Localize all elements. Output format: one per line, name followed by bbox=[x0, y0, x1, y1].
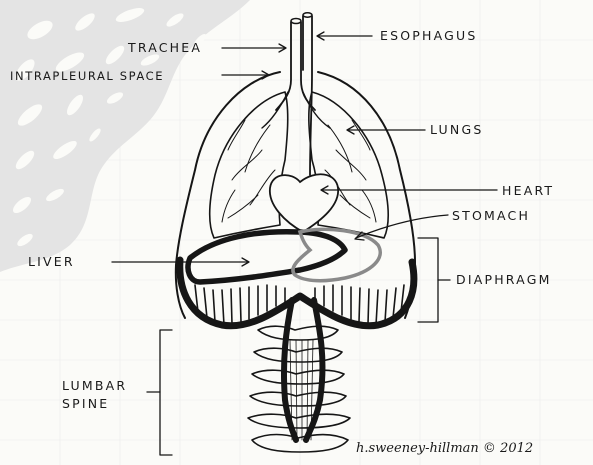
label-liver: LIVER bbox=[28, 254, 75, 269]
label-esophagus: ESOPHAGUS bbox=[380, 28, 478, 43]
label-intrapleural-space: INTRAPLEURAL SPACE bbox=[10, 69, 164, 83]
diaphragm-striations bbox=[195, 285, 404, 325]
label-lumbar: LUMBAR bbox=[62, 378, 127, 393]
diaphragm-crus-left bbox=[284, 300, 296, 440]
left-lung bbox=[210, 92, 288, 238]
label-diaphragm: DIAPHRAGM bbox=[456, 272, 552, 287]
lumbar-vertebrae bbox=[248, 326, 350, 452]
liver bbox=[188, 232, 345, 282]
label-trachea: TRACHEA bbox=[127, 40, 202, 55]
esophagus-opening bbox=[303, 13, 312, 17]
artist-signature: h.sweeney-hillman © 2012 bbox=[356, 441, 533, 456]
label-heart: HEART bbox=[502, 183, 554, 198]
label-spine: SPINE bbox=[62, 396, 109, 411]
label-stomach: STOMACH bbox=[452, 208, 530, 223]
decorative-pattern bbox=[0, 0, 250, 272]
label-lungs: LUNGS bbox=[430, 122, 483, 137]
trachea-opening bbox=[291, 19, 301, 24]
trachea bbox=[276, 22, 315, 110]
